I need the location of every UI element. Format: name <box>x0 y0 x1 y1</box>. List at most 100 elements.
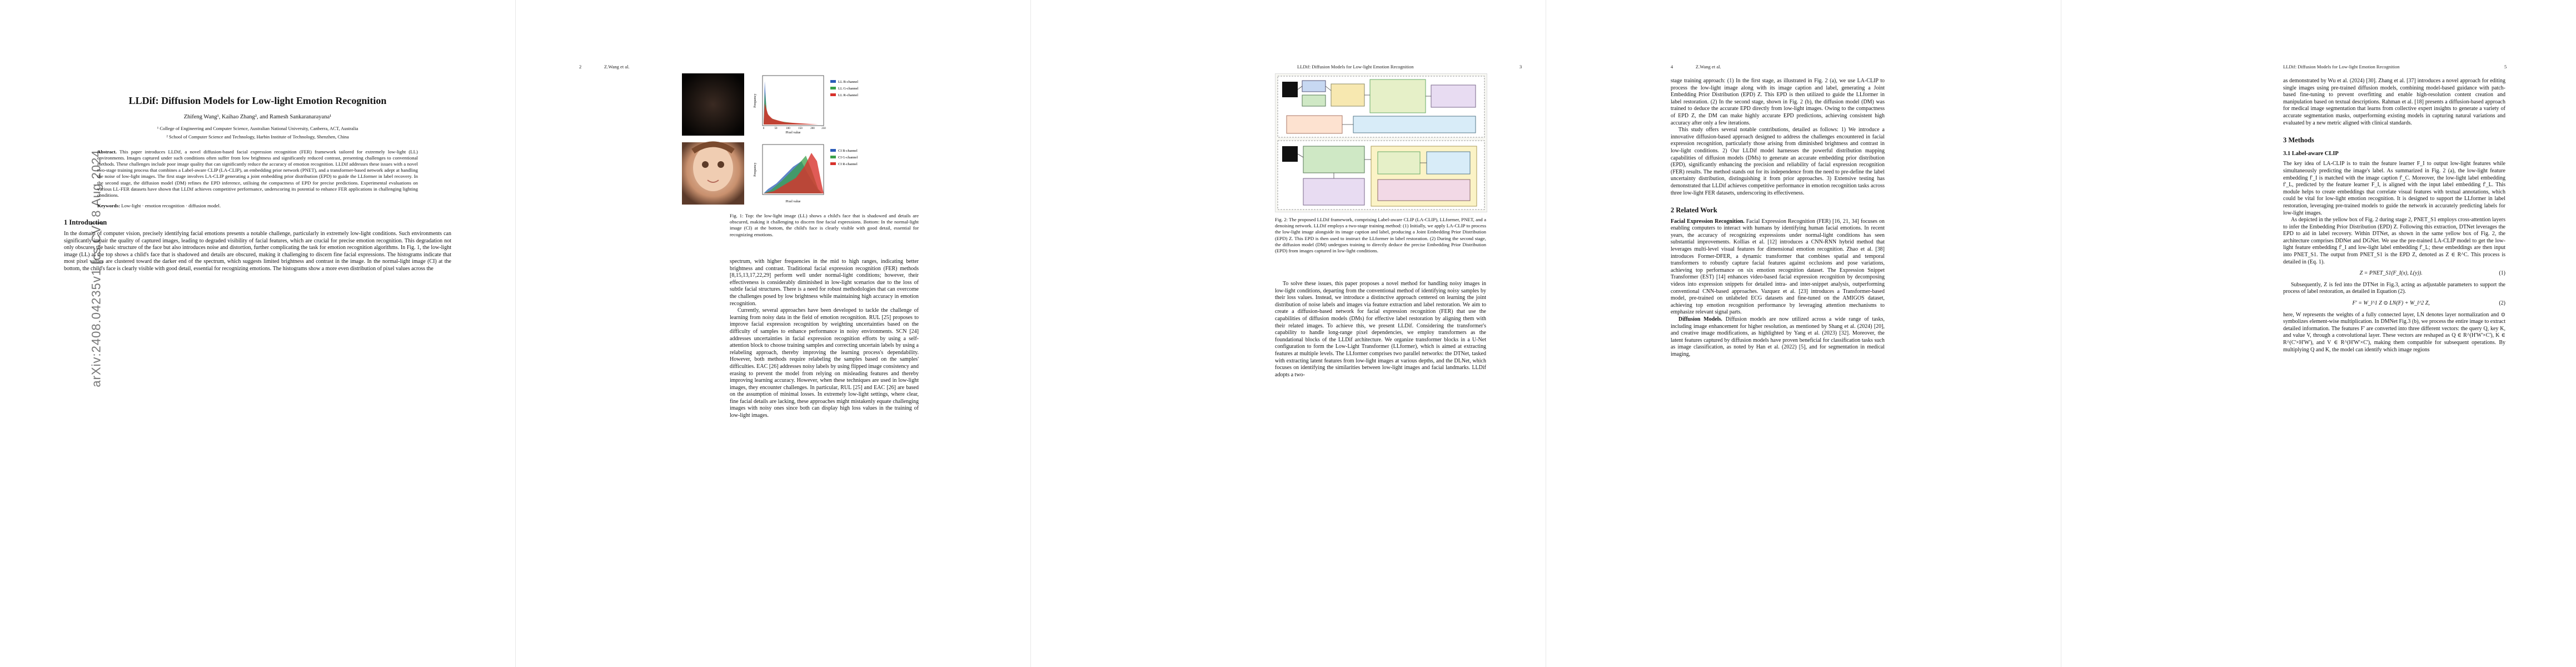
intro-paragraph: In the domain of computer vision, precis… <box>64 231 451 272</box>
running-head-title: LLDif: Diffusion Models for Low-light Em… <box>2283 64 2400 69</box>
section-heading-related-work: 2 Related Work <box>1671 206 1717 215</box>
low-light-face-image <box>682 73 744 136</box>
axis-y-label-top: Frequency <box>754 93 757 107</box>
keywords: Keywords: Low-light · emotion recognitio… <box>97 203 418 209</box>
running-head-page-number: 3 <box>1519 64 1522 69</box>
hist-top-r <box>764 103 818 125</box>
legend-swatch <box>830 80 836 83</box>
x-tick: 100 <box>786 127 790 130</box>
eye-right <box>718 161 724 168</box>
llformer-block <box>1369 79 1426 113</box>
legend-entry: LL B-channel <box>838 80 858 84</box>
x-tick: 250 <box>821 127 826 130</box>
subsection-heading-la-clip: 3.1 Label-aware CLIP <box>2283 150 2339 157</box>
x-tick: 50 <box>775 127 778 130</box>
axis-x-label-top: Pixel value <box>786 131 801 135</box>
page-3: LLDif: Diffusion Models for Low-light Em… <box>1030 0 1546 667</box>
legend-entry: CI R-channel <box>838 162 858 166</box>
figure-1: Pixel value Frequency 0 50 100 150 200 2… <box>682 73 882 206</box>
x-tick: 150 <box>798 127 803 130</box>
input-image-thumb <box>1282 82 1298 97</box>
label-restore-block <box>1353 116 1476 133</box>
paragraph-text: Facial Expression Recognition (FER) [16,… <box>1671 218 1885 316</box>
equation-2: F' = W_l^1 Z ⊙ LN(F) + W_l^2 Z, (2) <box>2283 300 2505 307</box>
running-head-title: LLDif: Diffusion Models for Low-light Em… <box>1297 64 1414 69</box>
affiliation-1: ¹ College of Engineering and Computer Sc… <box>157 125 358 131</box>
legend-swatch <box>830 87 836 89</box>
figure-2-caption: Fig. 2: The proposed LLDif framework, co… <box>1275 217 1486 254</box>
related-fer-paragraph: Facial Expression Recognition. Facial Ex… <box>1671 218 1885 316</box>
body-paragraph: To solve these issues, this paper propos… <box>1275 281 1486 378</box>
legend-swatch <box>830 149 836 152</box>
legend-swatch <box>830 162 836 165</box>
equation-1: Z = PNET_S1(F_I(x), L(y)). (1) <box>2283 270 2505 277</box>
running-head-page-number: 2 <box>579 64 582 69</box>
x-tick: 200 <box>810 127 815 130</box>
equation-2-body: F' = W_l^1 Z ⊙ LN(F) + W_l^2 Z, <box>2352 300 2430 307</box>
page-4-column: stage training approach: (1) In the firs… <box>1671 78 1885 359</box>
mouth <box>707 180 719 183</box>
legend-entry: LL G-channel <box>838 87 859 91</box>
histogram-top-frame <box>762 75 824 126</box>
legend-top: LL B-channel LL G-channel LL R-channel <box>830 80 859 97</box>
abstract: Abstract. This paper introduces LLDif, a… <box>97 149 418 199</box>
equation-2-number: (2) <box>2499 300 2505 307</box>
page-1: arXiv:2408.04235v1 [cs.CV] 8 Aug 2024 LL… <box>0 0 515 667</box>
figure-1-caption-block: Fig. 1: Top: the low-light image (LL) sh… <box>730 213 919 238</box>
page-1-column: LLDif: Diffusion Models for Low-light Em… <box>64 94 451 273</box>
run-in-heading: Diffusion Models. <box>1678 316 1722 322</box>
x-ticks-top: 0 50 100 150 200 250 <box>763 127 826 130</box>
denoising-network-block <box>1303 178 1365 206</box>
body-paragraph: as demonstrated by Wu et al. (2024) [30]… <box>2283 78 2505 126</box>
caption-encoder-block <box>1302 94 1326 107</box>
legend-entry: LL R-channel <box>838 93 858 97</box>
legend-swatch <box>830 93 836 96</box>
equation-1-body: Z = PNET_S1(F_I(x), L(y)). <box>2359 270 2423 277</box>
figure-1-caption: Fig. 1: Top: the low-light image (LL) sh… <box>730 213 919 237</box>
run-in-heading: Facial Expression Recognition. <box>1671 218 1745 225</box>
figure-2 <box>1275 73 1487 212</box>
diffusion-model-block <box>1303 146 1365 173</box>
keywords-label: Keywords: <box>97 203 121 209</box>
section-heading-methods: 3 Methods <box>2283 136 2314 145</box>
arrow <box>1297 86 1303 90</box>
figure-2-diagram <box>1277 76 1485 210</box>
running-head-page-number: 4 <box>1671 64 1673 69</box>
body-paragraph: Currently, several approaches have been … <box>730 307 919 419</box>
histogram-bottom: Pixel value Frequency CI B-channel CI G-… <box>754 144 858 203</box>
page-5-column: as demonstrated by Wu et al. (2024) [30]… <box>2283 78 2505 354</box>
x-tick: 0 <box>763 127 765 130</box>
page-2-column: spectrum, with higher frequencies in the… <box>730 258 919 420</box>
arrows <box>1297 86 1431 178</box>
hair <box>691 141 735 154</box>
legend-bottom: CI B-channel CI G-channel CI R-channel <box>830 149 858 166</box>
figure-1-graphic: Pixel value Frequency 0 50 100 150 200 2… <box>682 73 859 205</box>
equation-1-number: (1) <box>2499 270 2505 277</box>
ddnet-block <box>1377 151 1421 175</box>
body-paragraph: Subsequently, Z is fed into the DTNet in… <box>2283 281 2505 295</box>
abstract-label: Abstract. <box>97 148 117 155</box>
affiliation-2: ² School of Computer Science and Technol… <box>166 133 349 140</box>
paper-title: LLDif: Diffusion Models for Low-light Em… <box>128 95 387 106</box>
arrow <box>1297 153 1304 158</box>
axis-y-label-bottom: Frequency <box>754 162 757 176</box>
histogram-top: Pixel value Frequency 0 50 100 150 200 2… <box>754 75 859 135</box>
face-shape <box>693 145 733 191</box>
legend-entry: CI G-channel <box>838 156 858 160</box>
running-head-author: Z.Wang et al. <box>604 64 630 69</box>
body-paragraph: here, W represents the weights of a full… <box>2283 311 2505 353</box>
body-paragraph: The key idea of LA-CLIP is to train the … <box>2283 161 2505 216</box>
transformer-stack <box>1377 179 1471 201</box>
stage2-input-thumb <box>1282 146 1298 162</box>
abstract-text: This paper introduces LLDif, a novel dif… <box>97 148 418 198</box>
running-head-author: Z.Wang et al. <box>1696 64 1721 69</box>
pnet-block <box>1431 84 1476 108</box>
axis-x-label-bottom: Pixel value <box>786 200 801 203</box>
legend-entry: CI B-channel <box>838 149 858 153</box>
author-list: Zhifeng Wang¹, Kaihao Zhang², and Ramesh… <box>183 114 332 120</box>
page-separator <box>515 0 516 667</box>
running-head-page-number: 5 <box>2504 64 2507 69</box>
histogram-bottom-frame <box>762 144 824 195</box>
related-dm-paragraph: Diffusion Models. Diffusion models are n… <box>1671 316 1885 359</box>
encoder-block <box>1302 80 1326 92</box>
